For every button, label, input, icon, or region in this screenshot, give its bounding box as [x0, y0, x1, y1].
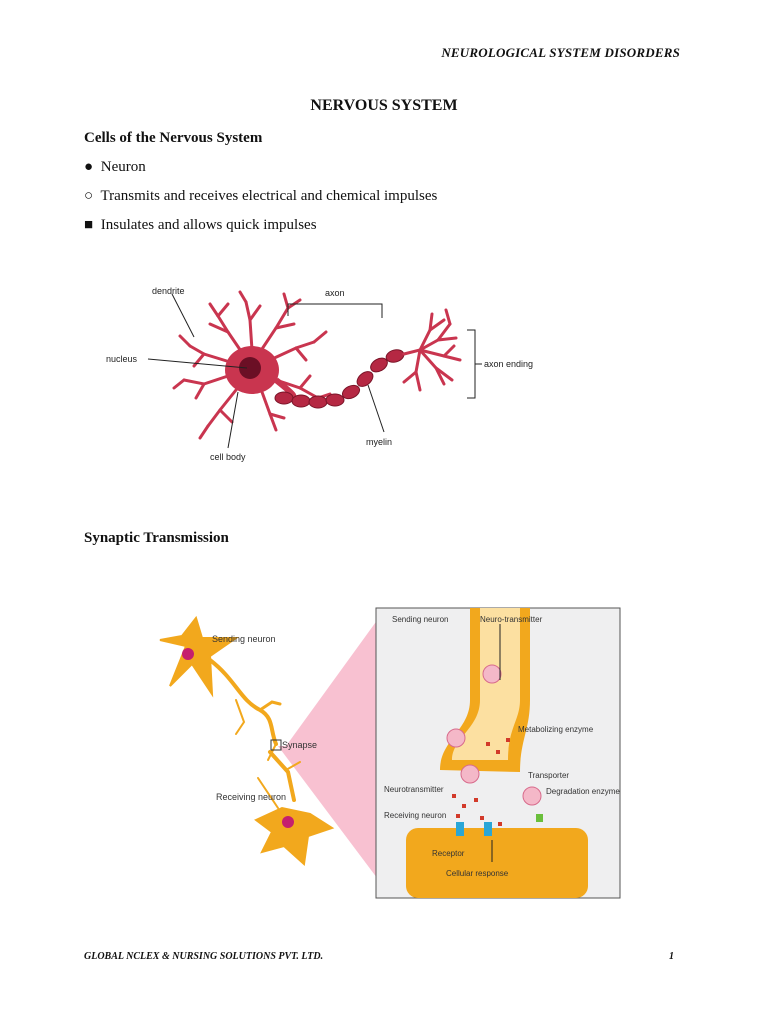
- label-myelin: myelin: [366, 437, 392, 447]
- receptor-left: [456, 822, 464, 836]
- label-neurotransmitter: Neurotransmitter: [384, 785, 444, 794]
- label-neurotransmitter-top: Neuro-transmitter: [480, 615, 543, 624]
- receptor-right: [484, 822, 492, 836]
- page-number: 1: [669, 951, 674, 962]
- neurotransmitter-molecules: [452, 738, 510, 826]
- label-cellular-response: Cellular response: [446, 869, 509, 878]
- bullet-item: ● Neuron: [84, 159, 146, 176]
- receiving-neuron-nucleus: [282, 816, 294, 828]
- sending-neuron-nucleus: [182, 648, 194, 660]
- label-axon-ending: axon ending: [484, 359, 533, 369]
- label-inset-receiving-neuron: Receiving neuron: [384, 811, 446, 820]
- label-transporter: Transporter: [528, 771, 569, 780]
- bullet-item: ■ Insulates and allows quick impulses: [84, 217, 317, 234]
- filled-circle-bullet-icon: ●: [84, 159, 94, 175]
- label-leaders: [147, 293, 482, 449]
- label-synapse: Synapse: [282, 740, 317, 750]
- synapse-diagram: Sending neuron Synapse Receiving neuron …: [140, 600, 630, 905]
- label-sending-neuron: Sending neuron: [212, 634, 276, 644]
- label-cell-body: cell body: [210, 452, 246, 462]
- label-metabolizing-enzyme: Metabolizing enzyme: [518, 725, 594, 734]
- bullet-item: ○ Transmits and receives electrical and …: [84, 188, 437, 205]
- synapse-marker: [270, 739, 282, 751]
- label-receiving-neuron: Receiving neuron: [216, 792, 286, 802]
- page-title: NERVOUS SYSTEM: [310, 97, 458, 114]
- hollow-circle-bullet-icon: ○: [84, 188, 94, 204]
- label-receptor: Receptor: [432, 849, 465, 858]
- section-heading-synaptic: Synaptic Transmission: [84, 530, 229, 546]
- bullet-text: Insulates and allows quick impulses: [100, 217, 317, 233]
- axon-terminals: [402, 308, 462, 392]
- zoom-highlight: [278, 608, 386, 890]
- dendrites: [172, 290, 332, 440]
- label-axon: axon: [325, 288, 345, 298]
- square-bullet-icon: ■: [84, 217, 94, 233]
- section-heading-cells: Cells of the Nervous System: [84, 130, 263, 146]
- myelin-sheath: [274, 349, 405, 409]
- running-footer: GLOBAL NCLEX & NURSING SOLUTIONS PVT. LT…: [84, 951, 674, 962]
- receiving-neuron: [254, 750, 335, 866]
- label-degradation-enzyme: Degradation enzyme: [546, 787, 620, 796]
- label-inset-sending-neuron: Sending neuron: [392, 615, 449, 624]
- bullet-text: Neuron: [100, 159, 146, 175]
- sending-neuron: [159, 615, 282, 761]
- label-dendrite: dendrite: [152, 286, 185, 296]
- degradation-enzyme-icon: [536, 814, 543, 822]
- nucleus: [239, 357, 261, 379]
- neuron-diagram: dendrite axon nucleus axon ending myelin…: [100, 280, 550, 470]
- running-header: NEUROLOGICAL SYSTEM DISORDERS: [441, 45, 680, 60]
- bullet-text: Transmits and receives electrical and ch…: [100, 188, 438, 204]
- vesicles: [446, 664, 542, 806]
- label-nucleus: nucleus: [106, 354, 138, 364]
- postsynaptic-membrane: [406, 828, 588, 898]
- footer-company: GLOBAL NCLEX & NURSING SOLUTIONS PVT. LT…: [84, 951, 324, 962]
